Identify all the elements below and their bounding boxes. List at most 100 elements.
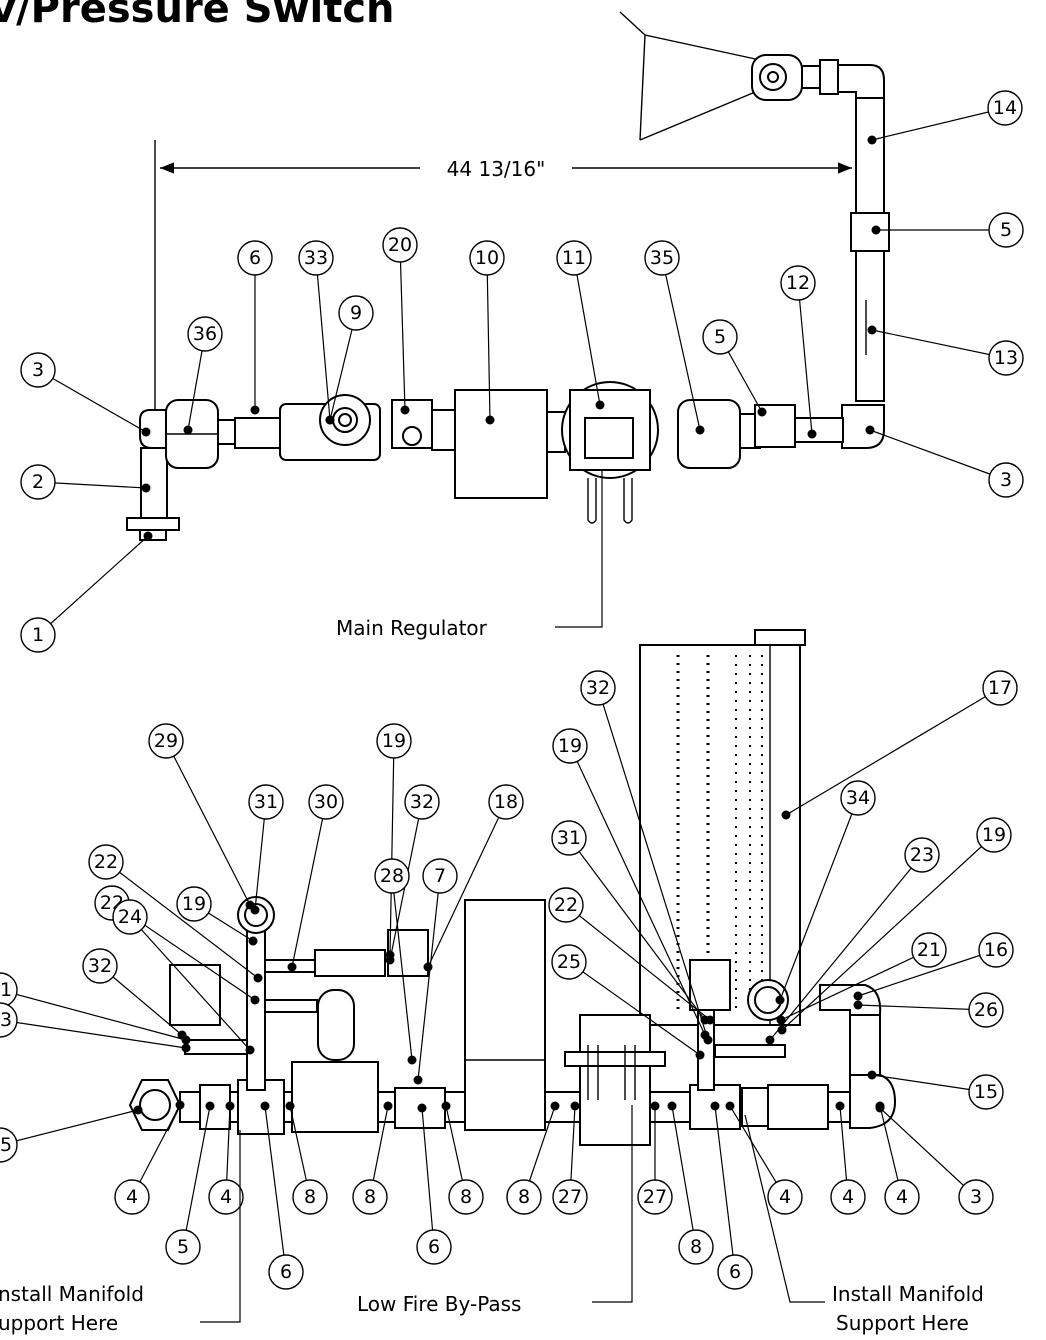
svg-text:8: 8 (518, 1186, 530, 1208)
svg-text:19: 19 (382, 730, 406, 752)
svg-text:14: 14 (993, 97, 1017, 119)
svg-text:35: 35 (650, 247, 674, 269)
top-callout-6: 6 (237, 240, 273, 415)
low-fire-bypass-label: Low Fire By-Pass (357, 1292, 521, 1316)
svg-text:5: 5 (714, 326, 726, 348)
burner-cone (619, 11, 761, 141)
svg-text:23: 23 (910, 844, 934, 866)
svg-text:4: 4 (842, 1186, 854, 1208)
bottom-callout-23: 23 (765, 837, 940, 1045)
svg-text:29: 29 (154, 730, 178, 752)
perforations (676, 655, 763, 1015)
elbow-3-right (841, 404, 885, 449)
valve-vertical (464, 899, 546, 1131)
top-callout-3: 3 (865, 425, 1024, 498)
svg-text:31: 31 (254, 791, 278, 813)
svg-text:32: 32 (586, 677, 610, 699)
bottom-callout-30: 30 (287, 784, 344, 972)
top-callout-11: 11 (556, 240, 605, 410)
svg-text:5: 5 (1000, 219, 1012, 241)
bottom-callout-29: 29 (148, 723, 255, 910)
nipple-12 (794, 417, 844, 443)
install-support-right-2: Support Here (836, 1311, 969, 1335)
svg-text:21: 21 (917, 939, 941, 961)
valve-35 (677, 399, 741, 469)
svg-text:1: 1 (32, 624, 44, 646)
svg-text:11: 11 (562, 247, 586, 269)
top-callout-12: 12 (780, 265, 817, 439)
bottom-callout-21: 21 (776, 932, 947, 1025)
svg-text:19: 19 (182, 893, 206, 915)
bottom-callout-19: 19 (552, 728, 710, 1040)
bottom-callout-8: 8 (352, 1101, 393, 1215)
bottom-callout-24: 24 (112, 899, 255, 1055)
bottom-callout-19: 19 (176, 886, 258, 946)
svg-text:27: 27 (643, 1186, 667, 1208)
bypass-regulator (579, 1014, 651, 1146)
bottom-callout-18: 18 (423, 784, 524, 972)
svg-text:3: 3 (970, 1186, 982, 1208)
bottom-callout-28: 28 (374, 858, 417, 1065)
svg-text:4: 4 (896, 1186, 908, 1208)
svg-text:10: 10 (475, 247, 499, 269)
tube-23 (184, 1039, 248, 1055)
union-5 (850, 212, 890, 252)
svg-text:22: 22 (94, 851, 118, 873)
top-callout-36: 36 (183, 316, 223, 435)
bottom-callout-34: 34 (775, 780, 876, 1005)
svg-text:34: 34 (846, 787, 870, 809)
svg-text:19: 19 (982, 824, 1006, 846)
flange-1 (126, 517, 180, 531)
pilot-riser (246, 929, 266, 1091)
svg-text:19: 19 (558, 735, 582, 757)
svg-text:25: 25 (557, 951, 581, 973)
bottom-callout-32: 32 (385, 784, 440, 965)
bottom-callout-6: 6 (710, 1101, 753, 1290)
top-view: 44 13/16" (126, 11, 890, 541)
svg-text:8: 8 (364, 1186, 376, 1208)
bottom-callout-6: 6 (260, 1101, 304, 1290)
valve-28 (291, 1061, 379, 1133)
top-callout-33: 33 (298, 240, 335, 425)
svg-text:20: 20 (388, 234, 412, 256)
bottom-callout-19: 19 (376, 723, 412, 960)
top-callout-9: 9 (325, 295, 374, 425)
top-callout-14: 14 (867, 90, 1023, 145)
svg-text:36: 36 (193, 323, 217, 345)
valve-10 (454, 389, 548, 499)
svg-text:21: 21 (0, 979, 12, 1001)
main-regulator-label: Main Regulator (336, 616, 488, 640)
dimension-text: 44 13/16" (447, 157, 546, 181)
svg-text:6: 6 (280, 1261, 292, 1283)
bottom-callout-5: 5 (165, 1101, 215, 1265)
cock-6 (234, 417, 281, 449)
svg-text:6: 6 (249, 247, 261, 269)
svg-text:28: 28 (380, 865, 404, 887)
svg-text:8: 8 (304, 1186, 316, 1208)
bottom-callout-3: 3 (875, 1103, 994, 1215)
top-callout-35: 35 (644, 240, 705, 435)
bottom-callout-7: 7 (413, 858, 458, 1085)
svg-text:13: 13 (994, 347, 1018, 369)
bottom-callout-4: 4 (725, 1101, 803, 1215)
bottom-callout-26: 26 (853, 992, 1004, 1028)
bottom-callout-32: 32 (580, 670, 713, 1045)
bottom-callout-27: 27 (637, 1101, 673, 1215)
install-support-left-2: upport Here (0, 1311, 118, 1335)
svg-text:9: 9 (350, 302, 362, 324)
bottom-callout-16: 16 (853, 932, 1014, 1001)
svg-text:2: 2 (32, 471, 44, 493)
valve-20 (391, 399, 433, 449)
bottom-callout-4: 4 (875, 1101, 920, 1215)
svg-text:16: 16 (984, 939, 1008, 961)
bottom-callout-8: 8 (285, 1101, 328, 1215)
svg-text:25: 25 (0, 1134, 12, 1156)
svg-text:3: 3 (1000, 469, 1012, 491)
svg-text:18: 18 (494, 791, 518, 813)
svg-text:33: 33 (304, 247, 328, 269)
elbow-top (837, 64, 885, 99)
bottom-callout-6: 6 (416, 1103, 452, 1265)
bottom-callout-8: 8 (441, 1101, 484, 1215)
